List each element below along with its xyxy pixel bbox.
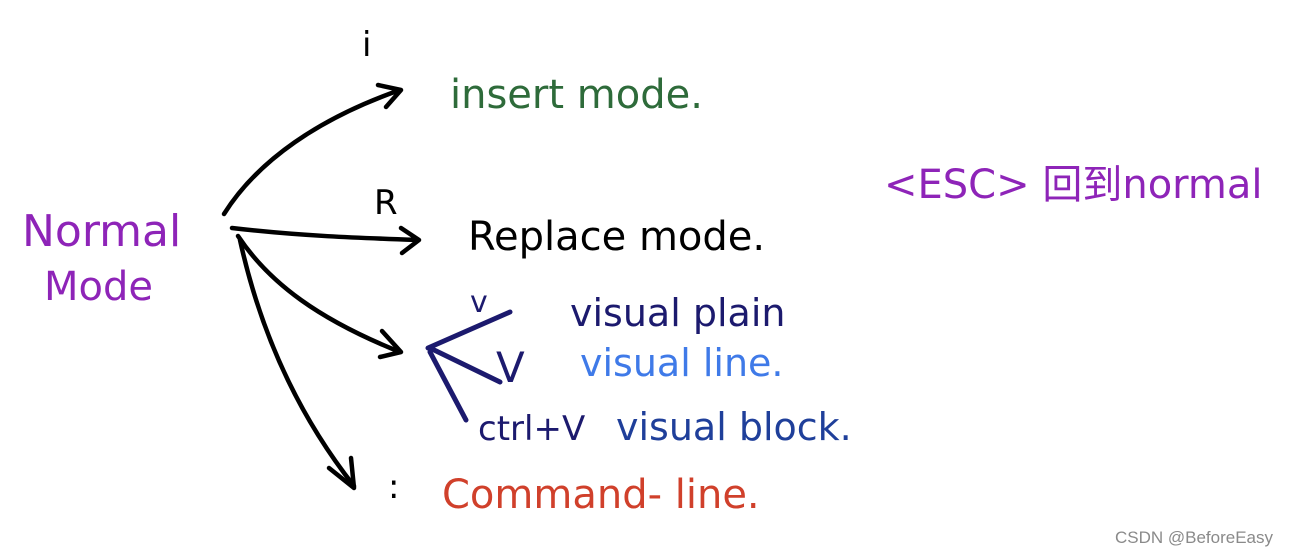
arrow-to-replace: [229, 225, 422, 256]
replace-mode-label: Replace mode.: [468, 214, 765, 260]
visual-plain-key-label: v: [470, 285, 488, 320]
esc-note: <ESC> 回到normal: [884, 162, 1263, 208]
arrow-to-insert: [221, 82, 404, 217]
command-key-label: :: [388, 467, 399, 507]
watermark: CSDN @BeforeEasy: [1114, 528, 1273, 547]
visual-line-key-label: V: [496, 343, 525, 392]
source-label-line2: Mode: [44, 264, 153, 310]
visual-plain-label: visual plain: [570, 291, 785, 335]
visual-block-label: visual block.: [616, 405, 852, 449]
visual-block-key-label: ctrl+V: [478, 409, 585, 449]
command-line-label: Command- line.: [442, 472, 760, 518]
source-label-line1: Normal: [22, 206, 181, 257]
arrow-to-visual: [235, 233, 404, 360]
visual-line-label: visual line.: [580, 341, 784, 385]
replace-key-label: R: [374, 183, 398, 223]
visual-branches: [425, 309, 513, 423]
insert-key-label: i: [362, 25, 371, 65]
insert-mode-label: insert mode.: [450, 72, 703, 118]
arrow-to-command: [237, 237, 357, 491]
